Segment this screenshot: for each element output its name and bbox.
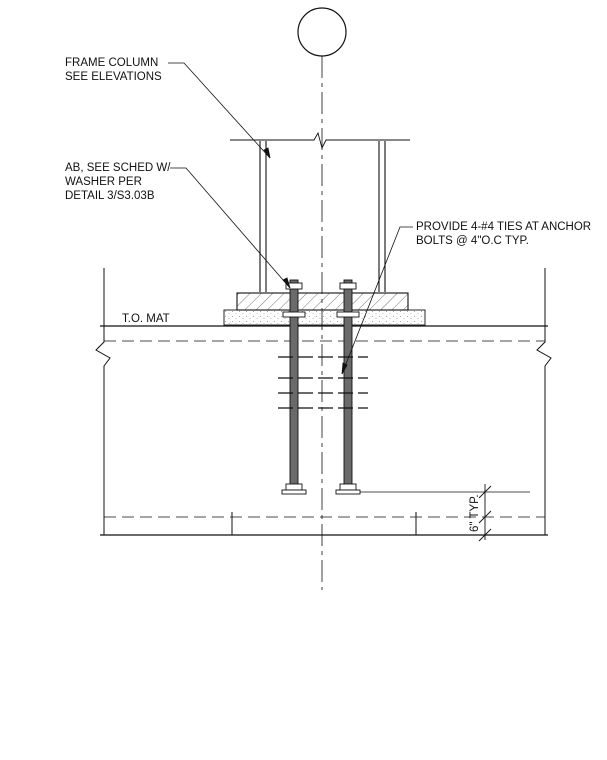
anchor-bolt-label-line1: AB, SEE SCHED W/ — [65, 162, 171, 174]
grout-pad — [223, 309, 426, 326]
mat-slab — [95, 268, 552, 536]
anchor-bolt-label: AB, SEE SCHED W/ WASHER PER DETAIL 3/S3.… — [65, 162, 171, 202]
frame-column — [259, 141, 386, 292]
leader-anchor-bolt — [170, 167, 291, 289]
leader-ties — [341, 226, 413, 375]
top-of-mat-label: T.O. MAT — [122, 313, 170, 325]
anchor-bolt-left — [281, 279, 307, 495]
ties-label: PROVIDE 4-#4 TIES AT ANCHOR BOLTS @ 4"O.… — [416, 221, 591, 247]
frame-column-label: FRAME COLUMN SEE ELEVATIONS — [65, 57, 162, 83]
ties-label-line2: BOLTS @ 4"O.C TYP. — [416, 235, 529, 247]
dimension-text: 6" TYP. — [469, 494, 481, 532]
bar-ends — [231, 512, 417, 535]
leader-frame-column — [168, 62, 271, 159]
frame-column-label-line2: SEE ELEVATIONS — [65, 71, 162, 83]
grid-bubble — [297, 7, 347, 57]
base-plate — [236, 292, 409, 311]
anchor-bolt-ties — [278, 356, 368, 409]
dimension-6-typ — [478, 484, 492, 542]
anchor-bolt-right — [335, 279, 361, 495]
column-break-line — [230, 131, 410, 150]
anchor-bolt-label-line3: DETAIL 3/S3.03B — [65, 190, 155, 202]
anchor-bolt-label-line2: WASHER PER — [65, 176, 142, 188]
ties-label-line1: PROVIDE 4-#4 TIES AT ANCHOR — [416, 221, 591, 233]
frame-column-label-line1: FRAME COLUMN — [65, 57, 158, 69]
